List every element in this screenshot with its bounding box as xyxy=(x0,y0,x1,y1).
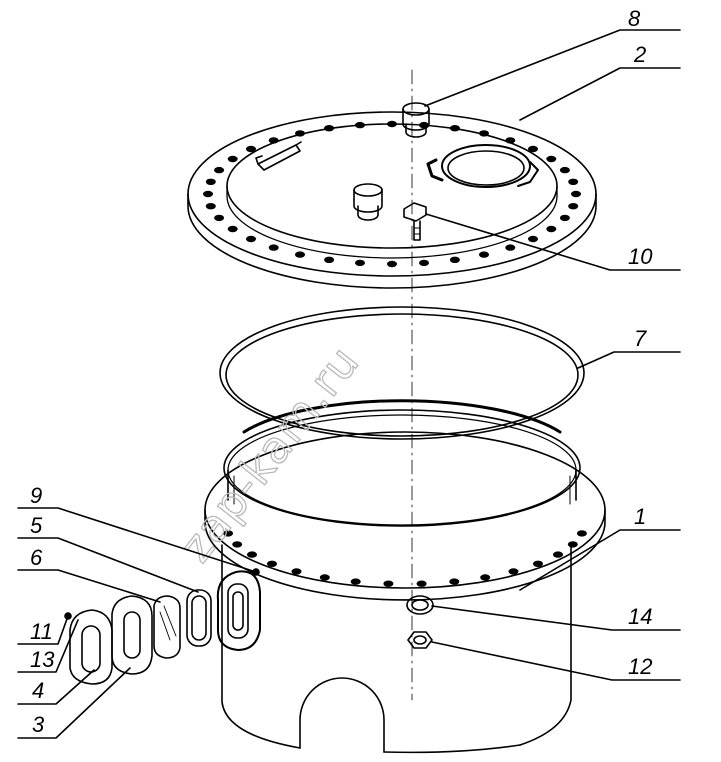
bolt-hole xyxy=(528,235,538,243)
cover-flange-rim xyxy=(187,193,597,289)
cover-bolt-holes xyxy=(203,120,581,268)
bolt-hole xyxy=(232,541,243,548)
shell-left-wall xyxy=(221,544,301,749)
bolt-hole xyxy=(479,251,489,258)
bolt-hole xyxy=(214,214,225,222)
bolt-hole xyxy=(268,244,279,251)
tank-body xyxy=(204,399,606,754)
bolt-hole xyxy=(568,178,579,185)
callout-12: 12 xyxy=(628,654,652,679)
bolt-hole xyxy=(324,256,335,263)
cover-assembly xyxy=(187,102,597,289)
bolt-hole xyxy=(559,166,570,174)
bolt-hole xyxy=(449,256,460,263)
bolt-hole xyxy=(247,551,257,558)
sight-ring-fitting xyxy=(406,595,434,615)
bolt-hole xyxy=(480,574,491,581)
watermark-text: zap-kam.ru xyxy=(170,337,369,572)
callout-2: 2 xyxy=(633,42,646,67)
drain-bolt xyxy=(403,202,427,241)
bolt-hole xyxy=(567,541,578,548)
bolt-hole xyxy=(246,235,256,243)
bolt-hole xyxy=(355,259,365,267)
bolt-hole xyxy=(479,130,489,137)
bolt-hole xyxy=(571,190,581,198)
bolt-hole xyxy=(387,260,397,268)
callout-10: 10 xyxy=(628,244,653,269)
bolt-hole xyxy=(559,214,570,222)
bolt-hole xyxy=(268,137,279,144)
bolt-hole xyxy=(508,568,519,575)
bolt-hole xyxy=(546,225,557,233)
bolt-hole xyxy=(291,568,302,575)
bolt-hole xyxy=(205,203,216,210)
bolt-hole xyxy=(319,574,330,581)
bolt-hole xyxy=(295,130,305,137)
filler-cap xyxy=(353,183,383,221)
bolt-hole xyxy=(246,145,256,153)
callouts: 8 2 10 7 9 5 6 1 11 13 4 3 14 xyxy=(17,6,681,739)
bolt-hole xyxy=(350,578,361,585)
bolt-hole xyxy=(416,580,427,587)
bolt-hole xyxy=(205,178,216,185)
callout-3: 3 xyxy=(32,712,45,737)
glass-part-6 xyxy=(153,595,181,659)
bolt-hole xyxy=(387,120,397,128)
bolt-hole xyxy=(355,121,365,129)
callout-9: 9 xyxy=(30,483,42,508)
flange-part-4 xyxy=(111,595,153,675)
callout-6: 6 xyxy=(30,545,43,570)
cover-inspection-hatch xyxy=(426,144,539,188)
bolt-hole xyxy=(449,125,460,132)
bolt-hole xyxy=(227,155,238,163)
bolt-hole xyxy=(505,244,516,251)
drain-plug-fitting xyxy=(407,631,433,649)
bolt-hole xyxy=(419,259,429,267)
callout-4: 4 xyxy=(32,678,44,703)
bolt-hole xyxy=(449,578,460,585)
callout-14: 14 xyxy=(628,604,652,629)
bolt-hole xyxy=(383,580,394,587)
bolt-hole xyxy=(324,125,335,132)
bolt-hole xyxy=(533,560,543,567)
bolt-hole xyxy=(505,137,516,144)
callout-8: 8 xyxy=(628,6,641,31)
bolt-hole xyxy=(553,551,563,558)
shell-cutout xyxy=(299,677,385,753)
cover-flange-outer xyxy=(187,111,597,277)
breather-cap xyxy=(402,102,430,138)
bolt-hole xyxy=(295,251,305,258)
bolt-hole xyxy=(546,155,557,163)
gasket-part-5 xyxy=(186,589,212,647)
body-bolt-holes xyxy=(223,530,587,587)
callout-5: 5 xyxy=(30,513,43,538)
bolt-hole xyxy=(203,190,213,198)
body-opening xyxy=(223,409,581,527)
bolt-hole xyxy=(227,225,238,233)
shell-side-window xyxy=(216,568,261,651)
sealing-gasket xyxy=(219,306,585,440)
callout-7: 7 xyxy=(634,326,647,351)
bolt-hole xyxy=(223,530,234,537)
cover-handle xyxy=(255,141,302,171)
bolt-hole xyxy=(568,203,579,210)
body-flange-rim xyxy=(204,509,606,601)
callout-1: 1 xyxy=(634,504,646,529)
bolt-hole xyxy=(214,166,225,174)
callout-13: 13 xyxy=(30,647,55,672)
shell-right-wall xyxy=(519,544,572,746)
bolt-hole xyxy=(576,530,587,537)
callout-11: 11 xyxy=(30,619,53,644)
bolt-hole xyxy=(267,560,277,567)
bolt-hole xyxy=(528,145,538,153)
